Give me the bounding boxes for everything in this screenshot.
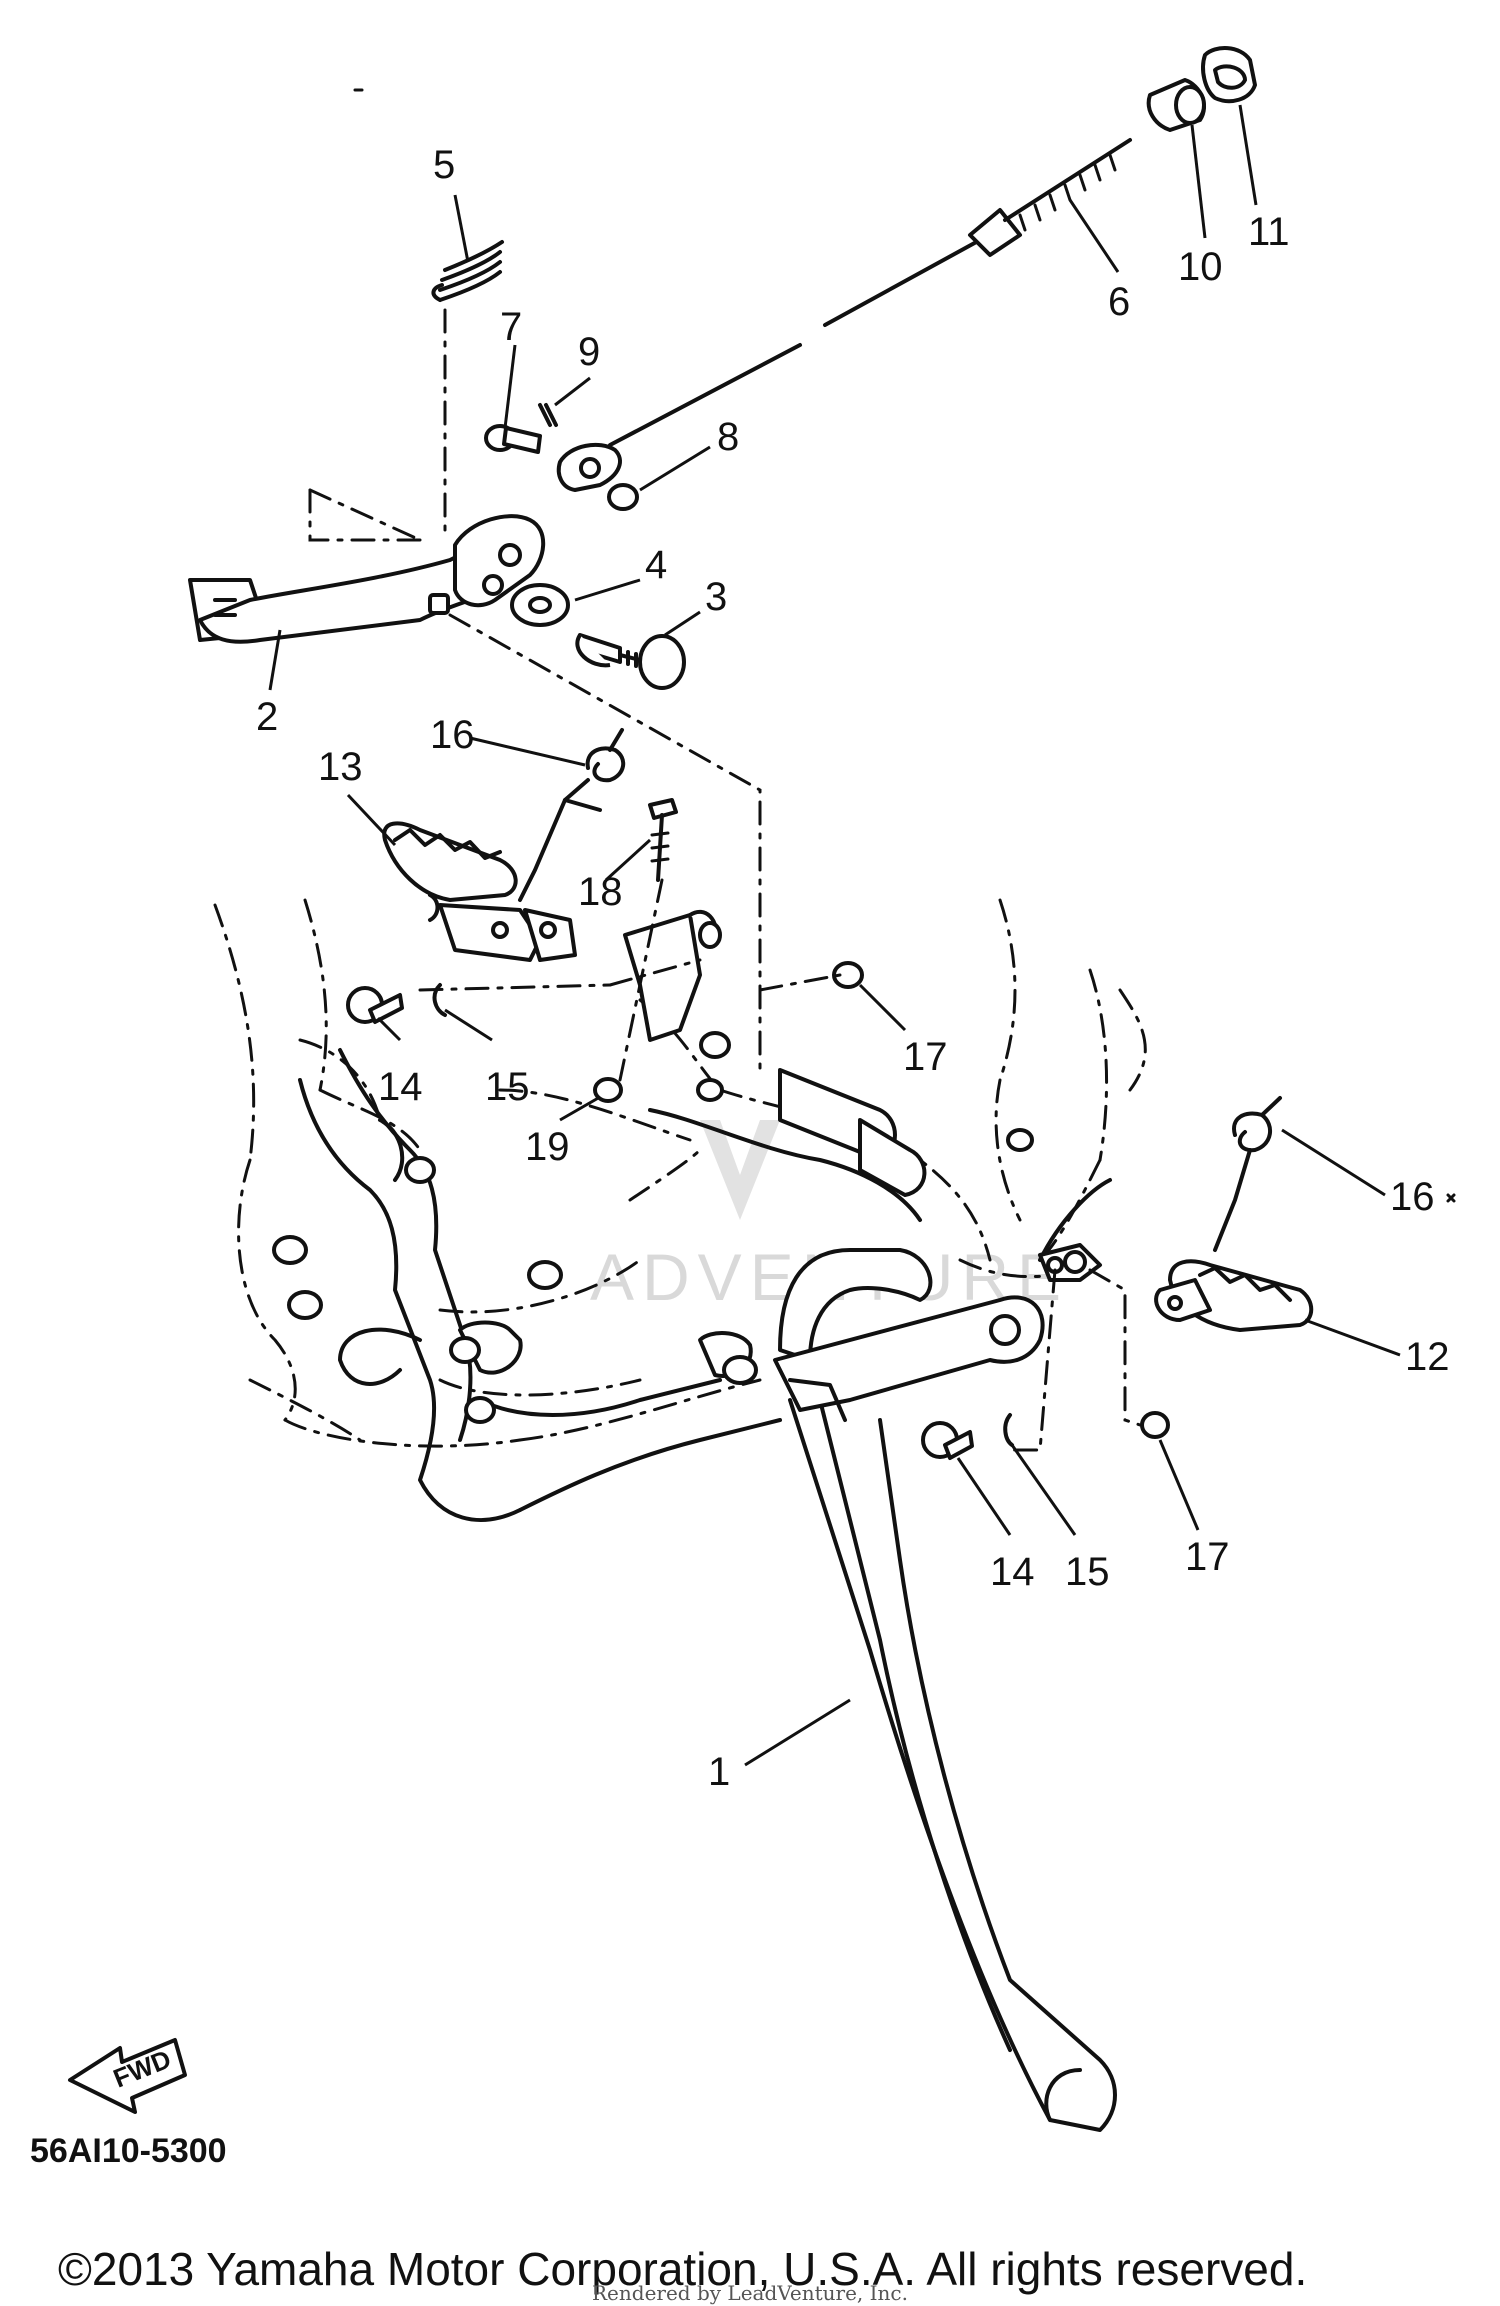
footrest-pin-right-part xyxy=(921,1421,974,1460)
brake-rod-part xyxy=(608,138,1132,447)
return-spring-part xyxy=(431,240,504,542)
footrest-pin-left-part xyxy=(346,986,404,1024)
footrest-spring-left-part xyxy=(518,728,626,902)
clevis-pin-part xyxy=(484,424,542,454)
drawing-code: 56AI10-5300 xyxy=(30,2132,227,2170)
callout-4: 4 xyxy=(645,543,667,587)
callout-9: 9 xyxy=(578,330,600,374)
footrest-right-part xyxy=(1038,1243,1314,1332)
footrest-spring-right-part xyxy=(1213,1096,1282,1252)
callout-8: 8 xyxy=(717,415,739,459)
callout-5: 5 xyxy=(433,143,455,187)
callout-10: 10 xyxy=(1178,245,1223,289)
callouts: 1 2 3 4 5 6 7 8 9 10 11 12 13 14 14 15 1… xyxy=(256,143,1450,1794)
callout-16-right: 16 xyxy=(1390,1175,1435,1219)
cotter-pin-part xyxy=(538,403,558,427)
footrest-bracket-part xyxy=(623,909,722,1042)
callout-15-left: 15 xyxy=(485,1065,530,1109)
callout-18: 18 xyxy=(578,870,623,914)
cotter-right-part xyxy=(1003,1413,1014,1447)
callout-14-right: 14 xyxy=(990,1550,1035,1594)
footrest-left-part xyxy=(382,821,577,962)
sidestand-part xyxy=(773,1248,1117,2132)
nut-upper-part xyxy=(832,961,864,989)
callout-13: 13 xyxy=(318,745,363,789)
callout-3: 3 xyxy=(705,575,727,619)
callout-12: 12 xyxy=(1405,1335,1450,1379)
nut-19-part xyxy=(593,1077,623,1103)
leader-lines xyxy=(268,104,1401,1767)
callout-11: 11 xyxy=(1248,210,1290,254)
fwd-arrow-icon: FWD xyxy=(68,2038,187,2114)
callout-19: 19 xyxy=(525,1125,570,1169)
callout-17-upper: 17 xyxy=(903,1035,948,1079)
callout-7: 7 xyxy=(500,305,522,349)
callout-2: 2 xyxy=(256,695,278,739)
callout-16-left: 16 xyxy=(430,713,475,757)
callout-6: 6 xyxy=(1108,280,1130,324)
frame-grommets xyxy=(272,1031,1034,1424)
clevis-part xyxy=(556,442,622,492)
callout-14-left: 14 xyxy=(378,1065,423,1109)
brake-pedal-part xyxy=(188,488,762,1072)
alignment-lines xyxy=(418,878,1142,1452)
brake-arm-part xyxy=(1201,46,1257,104)
nut-part xyxy=(607,483,639,511)
pivot-bolt-part xyxy=(575,633,686,690)
callout-1: 1 xyxy=(708,1750,730,1794)
bolt-18-part xyxy=(648,798,678,882)
washer-part xyxy=(510,583,570,627)
copyright-notice: ©2013 Yamaha Motor Corporation, U.S.A. A… xyxy=(58,2243,1307,2295)
render-credit: Rendered by LeadVenture, Inc. xyxy=(592,2281,908,2305)
callout-15-right: 15 xyxy=(1065,1550,1110,1594)
cotter-left-part xyxy=(432,983,447,1017)
callout-17-lower: 17 xyxy=(1185,1535,1230,1579)
nut-lower-part xyxy=(1140,1411,1170,1439)
rod-joint-part xyxy=(1146,78,1206,132)
